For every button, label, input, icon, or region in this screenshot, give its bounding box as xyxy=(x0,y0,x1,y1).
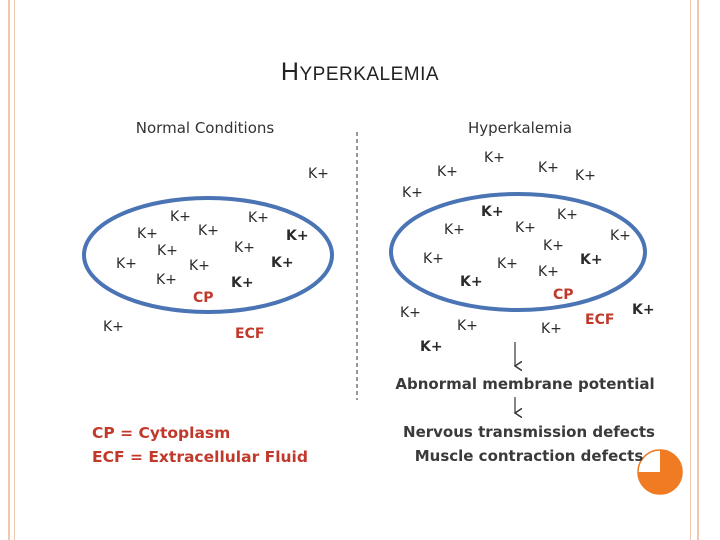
ion-label: K+ xyxy=(103,319,124,335)
ion-label: K+ xyxy=(460,274,483,290)
frame-left-line-inner xyxy=(14,0,15,540)
effect-nervous: Nervous transmission defects xyxy=(403,423,655,441)
slide-title: HYPERKALEMIA xyxy=(0,58,720,87)
effect-muscle: Muscle contraction defects xyxy=(414,447,644,465)
ion-label: K+ xyxy=(189,258,210,274)
ion-label: K+ xyxy=(444,222,465,238)
ion-label: K+ xyxy=(308,166,329,182)
ion-label: K+ xyxy=(538,160,559,176)
ion-label: K+ xyxy=(170,209,191,225)
ion-label: K+ xyxy=(400,305,421,321)
hyper-cell-membrane xyxy=(389,192,647,312)
ion-label: K+ xyxy=(484,150,505,166)
ion-label: K+ xyxy=(137,226,158,242)
orange-circle-decoration xyxy=(638,450,682,494)
ion-label: K+ xyxy=(497,256,518,272)
ion-label: K+ xyxy=(423,251,444,267)
normal-cell-membrane xyxy=(82,196,334,314)
orange-circle-outline xyxy=(637,449,683,495)
ion-label: K+ xyxy=(481,204,504,220)
ion-label: K+ xyxy=(156,272,177,288)
ion-label: K+ xyxy=(420,339,443,355)
ion-label: K+ xyxy=(457,318,478,334)
legend-ecf: ECF = Extracellular Fluid xyxy=(92,448,308,466)
ion-label: K+ xyxy=(575,168,596,184)
normal-cp-label: CP xyxy=(193,290,214,306)
ion-label: K+ xyxy=(541,321,562,337)
effects-list: Nervous transmission defects Muscle cont… xyxy=(394,420,664,468)
normal-heading: Normal Conditions xyxy=(136,119,275,137)
ion-label: K+ xyxy=(271,255,294,271)
title-rest: YPERKALEMIA xyxy=(299,64,440,85)
ion-label: K+ xyxy=(580,252,603,268)
ion-label: K+ xyxy=(234,240,255,256)
ion-label: K+ xyxy=(610,228,631,244)
ion-label: K+ xyxy=(248,210,269,226)
legend: CP = Cytoplasm ECF = Extracellular Fluid xyxy=(92,421,308,469)
ion-label: K+ xyxy=(543,238,564,254)
ion-label: K+ xyxy=(116,256,137,272)
abnormal-membrane-text: Abnormal membrane potential xyxy=(395,375,654,393)
ion-label: K+ xyxy=(632,302,655,318)
ion-label: K+ xyxy=(402,185,423,201)
ion-label: K+ xyxy=(557,207,578,223)
ion-label: K+ xyxy=(157,243,178,259)
hyper-ecf-label: ECF xyxy=(585,312,614,328)
ion-label: K+ xyxy=(286,228,309,244)
ion-label: K+ xyxy=(437,164,458,180)
frame-right-line-inner xyxy=(690,0,691,540)
legend-cp: CP = Cytoplasm xyxy=(92,424,231,442)
ion-label: K+ xyxy=(231,275,254,291)
hyper-cp-label: CP xyxy=(553,287,574,303)
hyper-heading: Hyperkalemia xyxy=(468,119,572,137)
title-initial: H xyxy=(280,58,300,86)
ion-label: K+ xyxy=(538,264,559,280)
ion-label: K+ xyxy=(198,223,219,239)
frame-left-line xyxy=(8,0,10,540)
normal-ecf-label: ECF xyxy=(235,326,264,342)
ion-label: K+ xyxy=(515,220,536,236)
frame-right-line xyxy=(697,0,699,540)
